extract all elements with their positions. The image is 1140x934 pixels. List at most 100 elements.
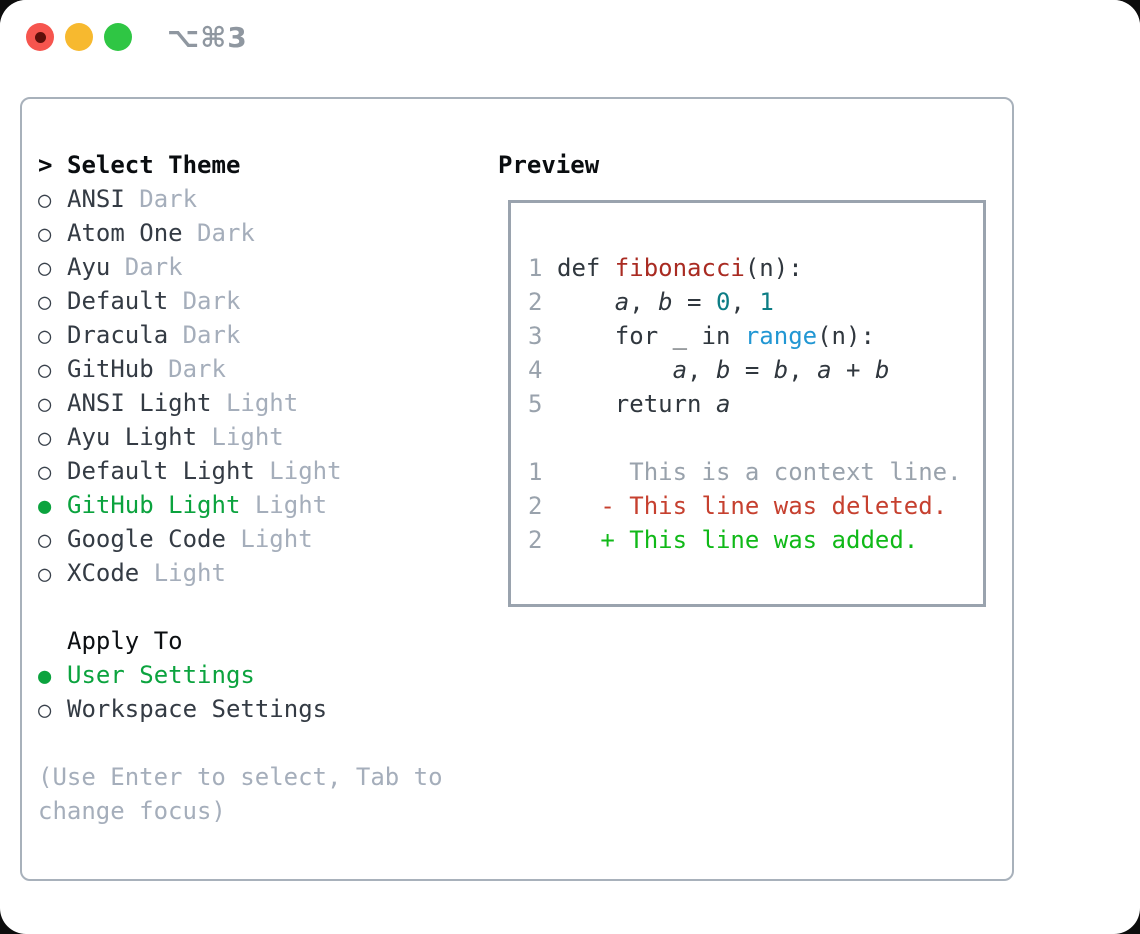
line-number: 5	[528, 390, 543, 418]
select-theme-header-label: Select Theme	[67, 151, 241, 179]
theme-option-xcode[interactable]: ○ XCode Light	[38, 556, 443, 590]
theme-option-github[interactable]: ○ GitHub Dark	[38, 352, 443, 386]
theme-variant-tag: Dark	[168, 321, 241, 349]
apply-option-label: User Settings	[67, 661, 255, 689]
code-segment: ,	[629, 288, 659, 316]
code-segment: b	[874, 356, 890, 384]
code-segment: a	[817, 356, 832, 384]
theme-name: Atom One	[67, 219, 183, 247]
theme-name: GitHub Light	[67, 491, 241, 519]
code-segment: for _ in	[557, 322, 745, 350]
theme-name: GitHub	[67, 355, 154, 383]
apply-to-list: ● User Settings ○ Workspace Settings	[38, 658, 443, 726]
theme-variant-tag: Dark	[168, 287, 241, 315]
radio-unselected-icon: ○	[38, 256, 52, 281]
code-segment: =	[730, 356, 774, 384]
theme-name: Default Light	[67, 457, 255, 485]
radio-unselected-icon: ○	[38, 358, 52, 383]
theme-option-default[interactable]: ○ Default Dark	[38, 284, 443, 318]
preview-header-label: Preview	[498, 151, 600, 179]
code-segment: ,	[687, 356, 716, 384]
close-button[interactable]	[26, 23, 54, 51]
code-segment: (n):	[817, 322, 875, 350]
code-segment: a	[672, 356, 688, 384]
spacer	[38, 590, 443, 624]
titlebar: ⌥⌘3	[0, 0, 1140, 74]
code-segment: ,	[788, 356, 818, 384]
radio-unselected-icon: ○	[38, 222, 52, 247]
code-segment	[557, 492, 600, 520]
apply-to-label: Apply To	[67, 627, 183, 655]
theme-name: Default	[67, 287, 169, 315]
radio-unselected-icon: ○	[38, 698, 52, 723]
line-number: 1	[528, 458, 543, 486]
apply-option-label: Workspace Settings	[67, 695, 328, 723]
line-number: 1	[528, 254, 543, 282]
zoom-button[interactable]	[104, 23, 132, 51]
theme-option-ansi[interactable]: ○ANSI Dark	[38, 182, 443, 216]
help-text-line-2: change focus)	[38, 797, 226, 825]
preview-line-code: 3 for _ in range(n):	[528, 319, 977, 353]
preview-line-diff-context: 1 This is a context line.	[528, 455, 977, 489]
code-segment: b	[715, 356, 731, 384]
spacer	[38, 726, 443, 760]
theme-list: ○ANSI Dark○Atom One Dark○Ayu Dark○Defaul…	[38, 182, 443, 590]
theme-variant-tag: Light	[197, 423, 284, 451]
theme-option-ansi-light[interactable]: ○ANSI Light Light	[38, 386, 443, 420]
radio-unselected-icon: ○	[38, 426, 52, 451]
theme-variant-tag: Dark	[182, 219, 255, 247]
theme-variant-tag: Light	[139, 559, 226, 587]
theme-name: ANSI Light	[67, 389, 212, 417]
theme-option-atom-one[interactable]: ○ Atom One Dark	[38, 216, 443, 250]
theme-option-github-light[interactable]: ●GitHub Light Light	[38, 488, 443, 522]
code-segment: + This line was added.	[600, 526, 919, 554]
theme-list-column: >Select Theme ○ANSI Dark○Atom One Dark○A…	[38, 148, 443, 828]
theme-option-ayu-light[interactable]: ○ Ayu Light Light	[38, 420, 443, 454]
theme-variant-tag: Dark	[153, 355, 226, 383]
line-number: 2	[528, 492, 543, 520]
line-number: 2	[528, 526, 543, 554]
theme-picker-panel: >Select Theme ○ANSI Dark○Atom One Dark○A…	[20, 97, 1014, 881]
apply-to-header: Apply To	[38, 624, 443, 658]
radio-unselected-icon: ○	[38, 290, 52, 315]
radio-selected-icon: ●	[38, 494, 52, 519]
code-segment: range	[744, 322, 818, 350]
code-segment: (n):	[744, 254, 803, 282]
radio-unselected-icon: ○	[38, 324, 52, 349]
radio-unselected-icon: ○	[38, 528, 52, 553]
theme-option-ayu[interactable]: ○ Ayu Dark	[38, 250, 443, 284]
radio-unselected-icon: ○	[38, 562, 52, 587]
code-segment: ,	[730, 288, 760, 316]
code-segment: b	[773, 356, 789, 384]
code-segment: - This line was deleted.	[600, 492, 948, 520]
apply-option-user-settings[interactable]: ● User Settings	[38, 658, 443, 692]
theme-name: Ayu Light	[67, 423, 198, 451]
theme-variant-tag: Dark	[110, 253, 183, 281]
theme-variant-tag: Light	[211, 389, 299, 417]
theme-name: Ayu	[67, 253, 111, 281]
code-segment: return	[557, 390, 716, 418]
code-segment	[557, 356, 673, 384]
theme-option-google-code[interactable]: ○Google Code Light	[38, 522, 443, 556]
code-segment: 0	[715, 288, 731, 316]
radio-unselected-icon: ○	[38, 460, 52, 485]
preview-line-blank	[528, 421, 977, 455]
radio-selected-icon: ●	[38, 664, 52, 689]
code-segment: =	[672, 288, 716, 316]
apply-option-workspace-settings[interactable]: ○ Workspace Settings	[38, 692, 443, 726]
code-segment	[557, 526, 600, 554]
theme-variant-tag: Dark	[124, 185, 198, 213]
code-segment	[557, 288, 615, 316]
window-title: ⌥⌘3	[167, 21, 248, 54]
theme-name: XCode	[67, 559, 140, 587]
code-segment: a	[715, 390, 731, 418]
theme-option-dracula[interactable]: ○Dracula Dark	[38, 318, 443, 352]
theme-name: ANSI	[67, 185, 125, 213]
line-number: 3	[528, 322, 543, 350]
theme-option-default-light[interactable]: ○Default Light Light	[38, 454, 443, 488]
line-number: 4	[528, 356, 543, 384]
minimize-button[interactable]	[65, 23, 93, 51]
